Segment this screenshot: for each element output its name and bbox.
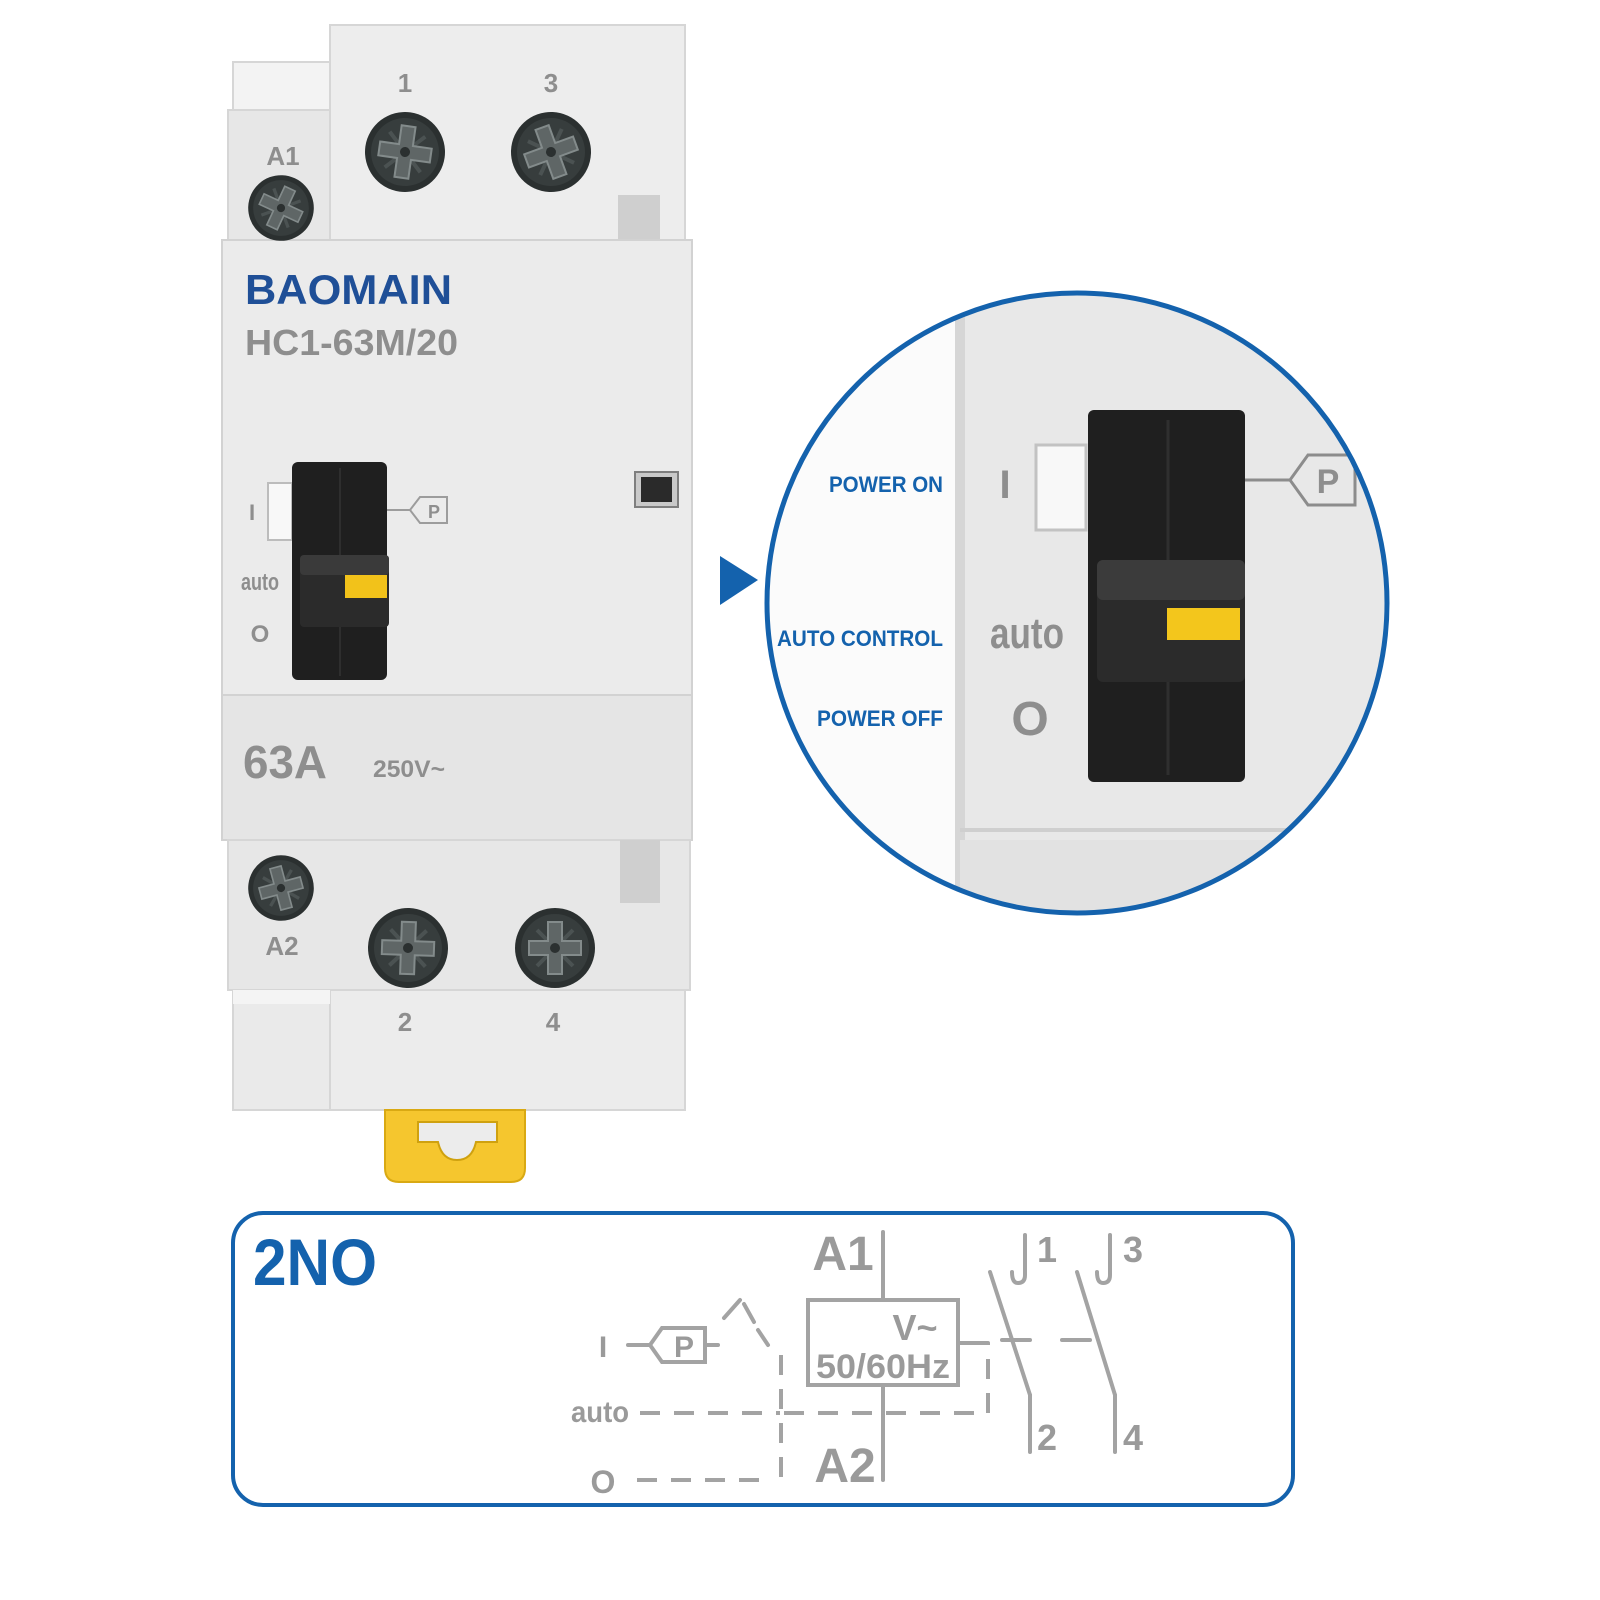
- lower-housing-upper: [227, 839, 691, 991]
- zoom-switch-window: [1034, 443, 1088, 532]
- zoom-switch-auto-label: auto: [990, 609, 1064, 658]
- coil-a2-label: A2: [814, 1440, 875, 1493]
- switch-on-label: I: [249, 500, 255, 525]
- zoom-p-tag-label: P: [1317, 463, 1340, 501]
- voltage-rating: 250V~: [373, 756, 445, 783]
- contact-2-label: 2: [1037, 1417, 1057, 1458]
- coil-frequency-label: 50/60Hz: [816, 1348, 950, 1386]
- auto-control-label: AUTO CONTROL: [777, 626, 943, 651]
- diagram-p-label: P: [674, 1331, 694, 1364]
- zoom-circle-border: [764, 290, 1390, 916]
- p-tag-label: P: [428, 502, 440, 522]
- manual-switch-handle: [300, 555, 389, 627]
- switch-auto-label: auto: [241, 569, 279, 596]
- upper-housing-vent: [618, 195, 660, 240]
- coil-a1-label: A1: [812, 1228, 873, 1281]
- diagram-title: 2NO: [253, 1225, 377, 1299]
- contact-4-label: 4: [1123, 1417, 1143, 1458]
- upper-housing-left-step-top: [232, 61, 331, 111]
- contact-1-2-symbol: [988, 1233, 1032, 1454]
- diagram-off-label: O: [591, 1464, 616, 1500]
- status-indicator-window: [634, 471, 679, 508]
- coil-voltage-label: V~: [892, 1307, 937, 1348]
- terminal-4-screw-icon: [513, 906, 597, 990]
- brand-logo: BAOMAIN: [245, 266, 452, 313]
- current-rating: 63A: [243, 736, 327, 788]
- zoom-switch-yellow-indicator: [1167, 608, 1240, 640]
- diagram-auto-label: auto: [571, 1396, 629, 1429]
- din-rail-clip: [384, 1109, 526, 1183]
- terminal-1-label: 1: [398, 68, 412, 98]
- lower-housing-vent: [620, 840, 660, 903]
- terminal-2-label: 2: [398, 1007, 412, 1037]
- terminal-3-label: 3: [544, 68, 558, 98]
- contact-3-label: 3: [1123, 1229, 1143, 1270]
- p-tag-icon: [387, 496, 448, 524]
- zoom-p-tag-icon: [1245, 453, 1357, 507]
- model-number: HC1-63M/20: [245, 322, 458, 363]
- power-on-label: POWER ON: [829, 472, 943, 497]
- terminal-a2-label: A2: [265, 931, 298, 961]
- lower-housing-block: [329, 989, 686, 1111]
- zoom-callout: P I auto O POWER ON AUTO CONTROL POWER O…: [764, 290, 1390, 916]
- contact-1-label: 1: [1037, 1229, 1057, 1270]
- terminal-a1-label: A1: [266, 141, 299, 171]
- diagram-switch-on-label: I: [599, 1331, 607, 1364]
- terminal-4-label: 4: [546, 1007, 561, 1037]
- power-off-label: POWER OFF: [817, 706, 943, 731]
- zoom-switch-off-label: O: [1011, 693, 1048, 746]
- wiring-diagram: 2NO A1 A2 V~ 50/60Hz I P auto O 1 2: [231, 1211, 1295, 1507]
- switch-yellow-indicator: [345, 575, 387, 598]
- contactor-device: 1 3 A1 A2 2 4 BAOMAIN HC1-63M/20 P I aut…: [221, 24, 693, 1183]
- contact-3-4-symbol: [1075, 1233, 1117, 1454]
- zoom-arrow-icon: [720, 556, 758, 605]
- rating-band: [221, 694, 693, 841]
- zoom-switch-handle: [1097, 560, 1245, 682]
- switch-off-label: O: [251, 621, 270, 648]
- zoom-switch-on-label: I: [999, 463, 1010, 507]
- switch-window: [267, 482, 293, 541]
- lower-housing-left-step-top: [233, 990, 330, 1004]
- lower-housing-left-step: [232, 989, 331, 1111]
